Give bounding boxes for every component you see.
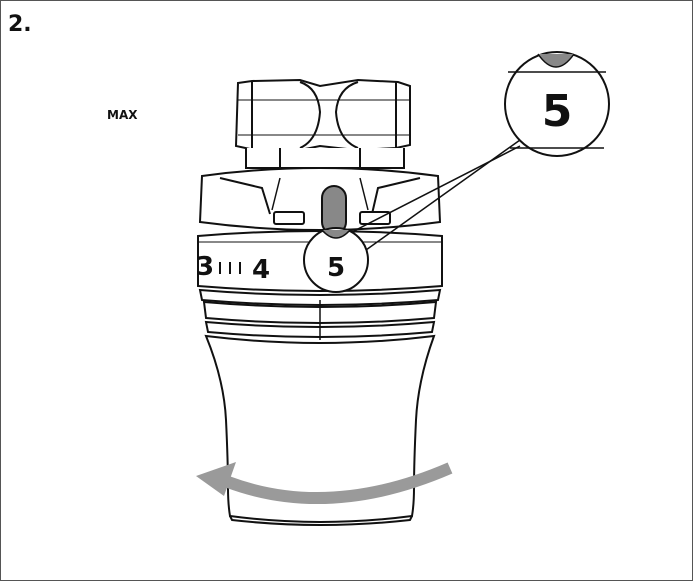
upper-collar (198, 167, 442, 231)
step-number: 2. (8, 12, 32, 37)
indicator-slot (321, 185, 347, 235)
scale-ticks (219, 262, 241, 274)
leader-lines (351, 139, 521, 251)
lower-bands (198, 288, 442, 340)
zoom-number: 5 (542, 86, 573, 137)
body (204, 334, 436, 526)
magnifier-small: 5 (303, 227, 369, 293)
hex-nut (234, 78, 411, 152)
counter-clockwise-arrow-icon (196, 462, 453, 505)
scale-number-3: 3 (196, 252, 214, 282)
neck (245, 148, 405, 170)
magnified-number: 5 (327, 253, 345, 283)
max-label: MAX (107, 108, 138, 122)
zoom-circle: 5 (504, 51, 610, 157)
scale-number-4: 4 (252, 255, 270, 285)
